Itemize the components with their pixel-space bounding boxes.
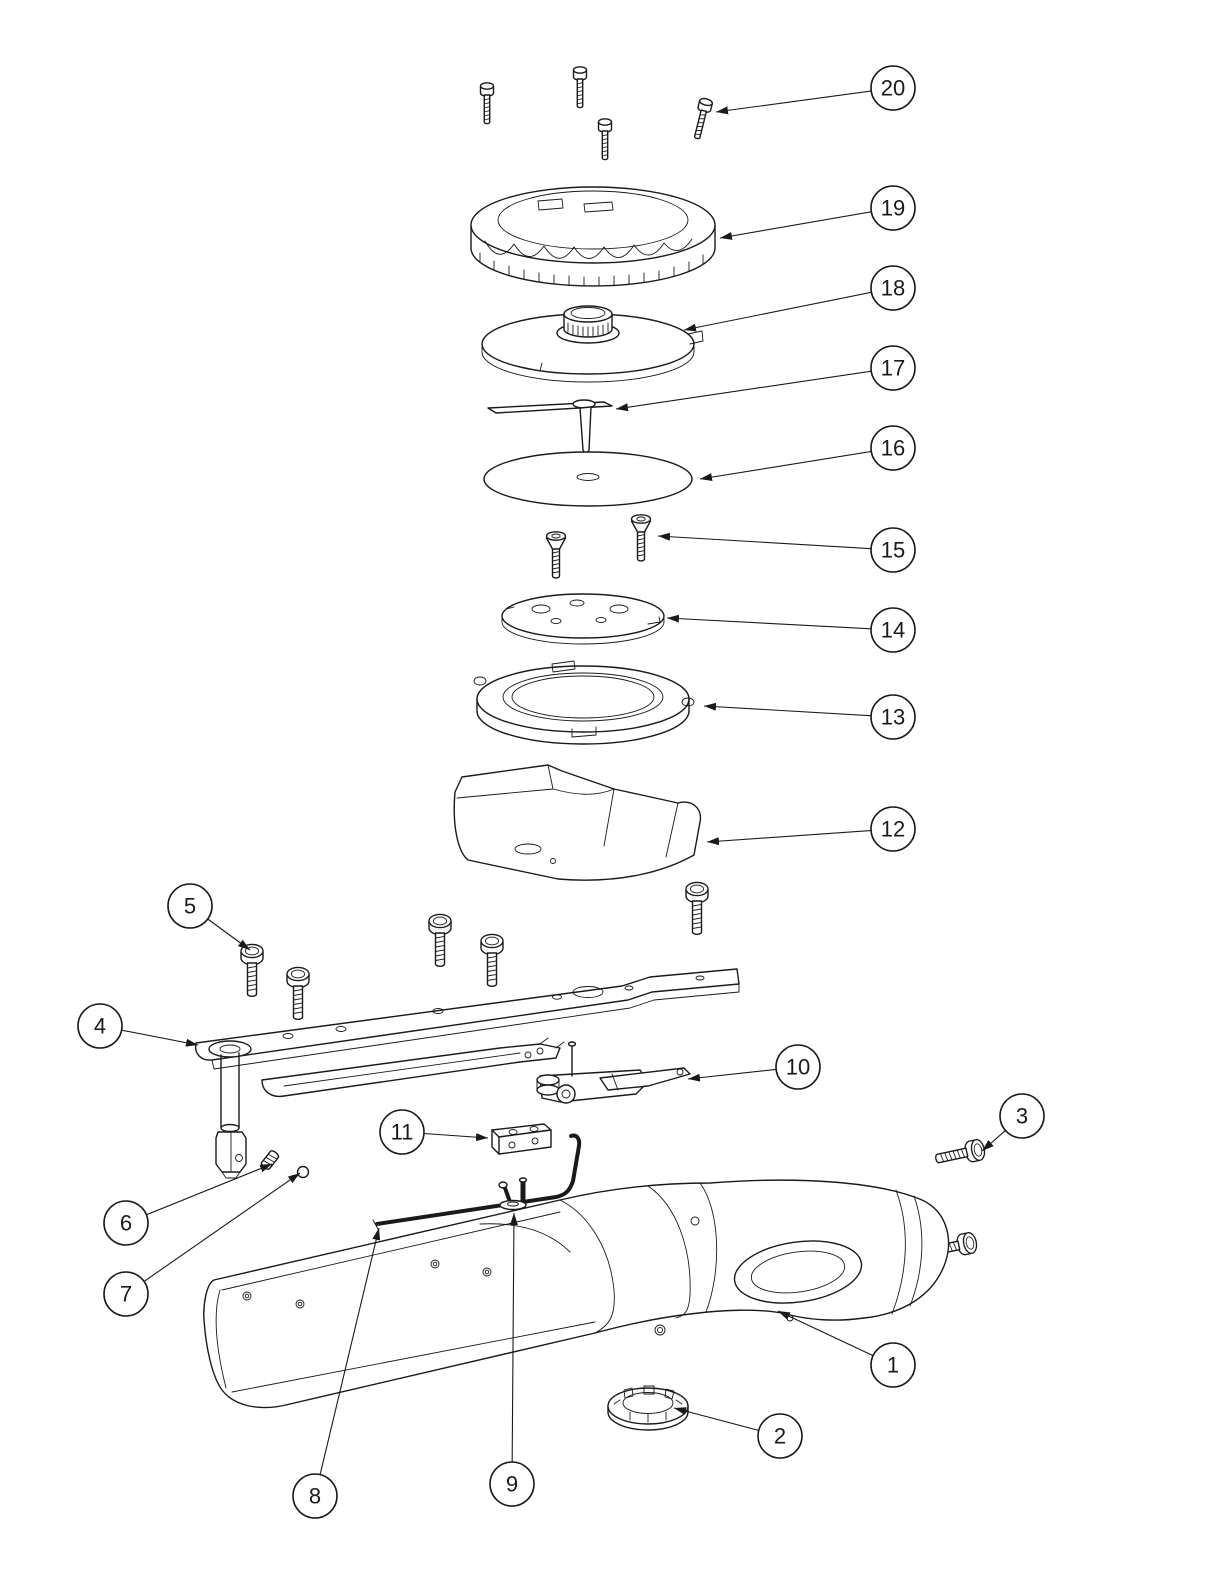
leader-line-13 <box>703 702 894 718</box>
top-cover-screws <box>479 66 714 161</box>
spindle-shaft <box>487 399 613 456</box>
callout-circle-18 <box>870 265 916 311</box>
callout-circle-9 <box>489 1461 535 1507</box>
callout-number-3: 3 <box>1016 1104 1028 1129</box>
detent-ball <box>296 1165 310 1179</box>
countersunk-screws <box>545 514 652 579</box>
callout-number-9: 9 <box>506 1472 518 1497</box>
callout-number-6: 6 <box>120 1211 132 1236</box>
callout-circle-19 <box>870 185 916 231</box>
leader-line-7 <box>125 1172 301 1295</box>
leader-line-14 <box>666 614 894 631</box>
callout-16: 16 <box>699 425 916 482</box>
callout-circle-12 <box>870 806 916 852</box>
leader-line-18 <box>683 287 894 332</box>
callout-11: 11 <box>379 1109 489 1155</box>
callout-number-7: 7 <box>120 1282 132 1307</box>
callout-6: 6 <box>103 1163 273 1246</box>
switch-mechanism <box>536 1041 691 1104</box>
callout-number-13: 13 <box>881 705 905 730</box>
callout-13: 13 <box>703 694 916 740</box>
leader-line-16 <box>699 447 894 482</box>
callout-number-14: 14 <box>881 618 905 643</box>
callout-circle-5 <box>167 883 213 929</box>
pivot-pin <box>498 1177 528 1214</box>
callout-3: 3 <box>981 1093 1045 1152</box>
drive-arm-plate <box>194 968 740 1179</box>
callout-number-1: 1 <box>887 1353 899 1378</box>
callout-circle-10 <box>775 1044 821 1090</box>
callout-7: 7 <box>103 1172 301 1317</box>
leader-line-8 <box>314 1227 381 1497</box>
callout-number-19: 19 <box>881 196 905 221</box>
callout-number-2: 2 <box>774 1424 786 1449</box>
callout-circle-20 <box>870 65 916 111</box>
leader-line-20 <box>715 87 894 115</box>
mounting-screws <box>240 881 709 1020</box>
housing-body <box>203 1179 950 1409</box>
callout-4: 4 <box>77 1003 199 1049</box>
leader-line-9 <box>509 1212 518 1485</box>
callout-15: 15 <box>657 527 916 573</box>
spacer-block <box>491 1123 552 1155</box>
callout-12: 12 <box>706 806 916 852</box>
callout-number-11: 11 <box>391 1120 414 1145</box>
callout-number-4: 4 <box>94 1014 106 1039</box>
link-rod <box>372 1133 582 1230</box>
flat-disc <box>483 451 693 507</box>
callout-18: 18 <box>683 265 916 332</box>
knurled-adjustment-ring <box>470 186 716 287</box>
callout-17: 17 <box>615 345 916 412</box>
callout-circle-16 <box>870 425 916 471</box>
cam-plate <box>501 593 665 645</box>
callout-number-12: 12 <box>881 817 905 842</box>
leader-line-12 <box>706 828 894 846</box>
callout-20: 20 <box>715 65 916 115</box>
leader-line-17 <box>615 367 894 412</box>
leader-line-19 <box>719 207 894 240</box>
callout-number-17: 17 <box>881 356 905 381</box>
callout-number-15: 15 <box>881 538 905 563</box>
callout-circle-8 <box>292 1473 338 1519</box>
callout-number-16: 16 <box>881 436 905 461</box>
callout-circle-15 <box>870 527 916 573</box>
callout-circle-17 <box>870 345 916 391</box>
callout-number-8: 8 <box>309 1484 321 1509</box>
cover-disc <box>481 305 704 383</box>
callout-10: 10 <box>687 1044 821 1090</box>
guard-shroud <box>453 764 702 881</box>
retainer-ring <box>473 660 695 745</box>
callout-circle-7 <box>103 1271 149 1317</box>
leader-line-6 <box>125 1163 273 1224</box>
callout-circle-4 <box>77 1003 123 1049</box>
callout-2: 2 <box>673 1407 803 1459</box>
callout-circle-13 <box>870 694 916 740</box>
callout-8: 8 <box>292 1227 381 1519</box>
callout-number-10: 10 <box>786 1055 810 1080</box>
callout-1: 1 <box>777 1310 916 1388</box>
callout-14: 14 <box>666 607 916 653</box>
callout-circle-14 <box>870 607 916 653</box>
callout-number-5: 5 <box>184 894 196 919</box>
callout-circle-1 <box>870 1342 916 1388</box>
end-cap <box>607 1385 689 1431</box>
callout-circle-3 <box>999 1093 1045 1139</box>
callout-number-20: 20 <box>881 76 905 101</box>
callout-number-18: 18 <box>881 276 905 301</box>
leader-line-15 <box>657 532 894 551</box>
callout-9: 9 <box>489 1212 535 1507</box>
callout-circle-6 <box>103 1200 149 1246</box>
callout-circle-11 <box>379 1109 425 1155</box>
callout-circle-2 <box>757 1413 803 1459</box>
callout-5: 5 <box>167 883 251 951</box>
callout-19: 19 <box>719 185 916 240</box>
